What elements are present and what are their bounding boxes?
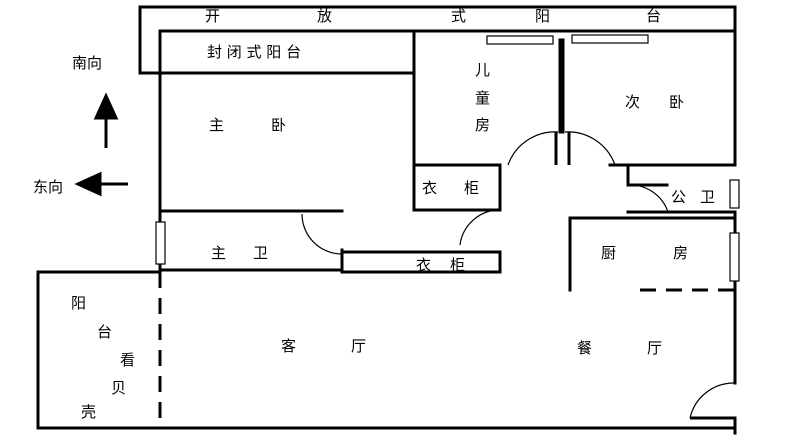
master-bedroom-char: 主 bbox=[209, 116, 225, 134]
balcony-view-char: 阳 bbox=[71, 294, 87, 312]
wardrobe-upper-wall bbox=[412, 163, 502, 212]
balcony-view-char: 壳 bbox=[81, 403, 97, 421]
door-entry bbox=[689, 382, 736, 419]
children-room-char: 房 bbox=[475, 116, 491, 134]
open-balcony-char: 开 bbox=[205, 7, 221, 25]
open-balcony-char: 阳 bbox=[535, 7, 551, 25]
public-bath-bottom bbox=[626, 210, 737, 234]
second-bedroom-char: 次 bbox=[625, 93, 641, 111]
balcony-view-char: 看 bbox=[120, 351, 136, 369]
door-second bbox=[564, 131, 616, 166]
kitchen-wall bbox=[568, 216, 737, 292]
kitchen-char: 房 bbox=[673, 244, 689, 262]
children-room-char: 儿 bbox=[475, 61, 491, 79]
living-room-char: 客 bbox=[281, 337, 297, 355]
public-bath-char: 公 bbox=[671, 188, 687, 206]
wardrobe-upper-char: 柜 bbox=[464, 179, 480, 197]
wardrobe-lower-char: 柜 bbox=[450, 256, 466, 274]
open-balcony-char: 台 bbox=[646, 7, 662, 25]
door-wardrobe bbox=[459, 209, 501, 246]
balcony-view-char: 贝 bbox=[111, 379, 127, 397]
open-balcony-wall bbox=[138, 5, 737, 167]
kitchen-char: 厨 bbox=[601, 244, 617, 262]
window-public-bath bbox=[729, 179, 740, 209]
wardrobe-upper-char: 衣 bbox=[422, 179, 438, 197]
dining-room-char: 餐 bbox=[577, 339, 593, 357]
south-label: 南向 bbox=[72, 54, 103, 72]
door-public-bath bbox=[627, 184, 669, 213]
closed-balcony-label: 封 闭 式 阳 台 bbox=[207, 43, 302, 61]
living-outer-wall bbox=[36, 270, 162, 430]
north-arrow-head bbox=[93, 92, 119, 120]
children-room-char: 童 bbox=[475, 89, 491, 107]
window-master-bath bbox=[155, 221, 166, 265]
door-master-bath bbox=[301, 213, 343, 255]
window-second bbox=[571, 34, 649, 44]
window-children bbox=[486, 35, 554, 45]
east-arrow-head bbox=[74, 171, 102, 197]
living-room-char: 厅 bbox=[351, 337, 367, 355]
open-balcony-char: 式 bbox=[451, 7, 467, 25]
second-bedroom-char: 卧 bbox=[669, 93, 685, 111]
master-bedroom-char: 卧 bbox=[271, 116, 287, 134]
wardrobe-lower bbox=[340, 250, 502, 274]
public-bath-char: 卫 bbox=[700, 188, 716, 206]
east-label: 东向 bbox=[33, 178, 64, 196]
balcony-view-char: 台 bbox=[97, 323, 113, 341]
wardrobe-lower-char: 衣 bbox=[416, 256, 432, 274]
master-bath-char: 卫 bbox=[253, 244, 269, 262]
master-bath-char: 主 bbox=[211, 244, 227, 262]
public-bath-wall bbox=[626, 163, 669, 187]
door-children bbox=[507, 131, 559, 166]
dining-room-char: 厅 bbox=[647, 339, 663, 357]
balcony-left-wall bbox=[138, 5, 162, 75]
window-kitchen bbox=[729, 232, 740, 282]
open-balcony-char: 放 bbox=[317, 7, 333, 25]
